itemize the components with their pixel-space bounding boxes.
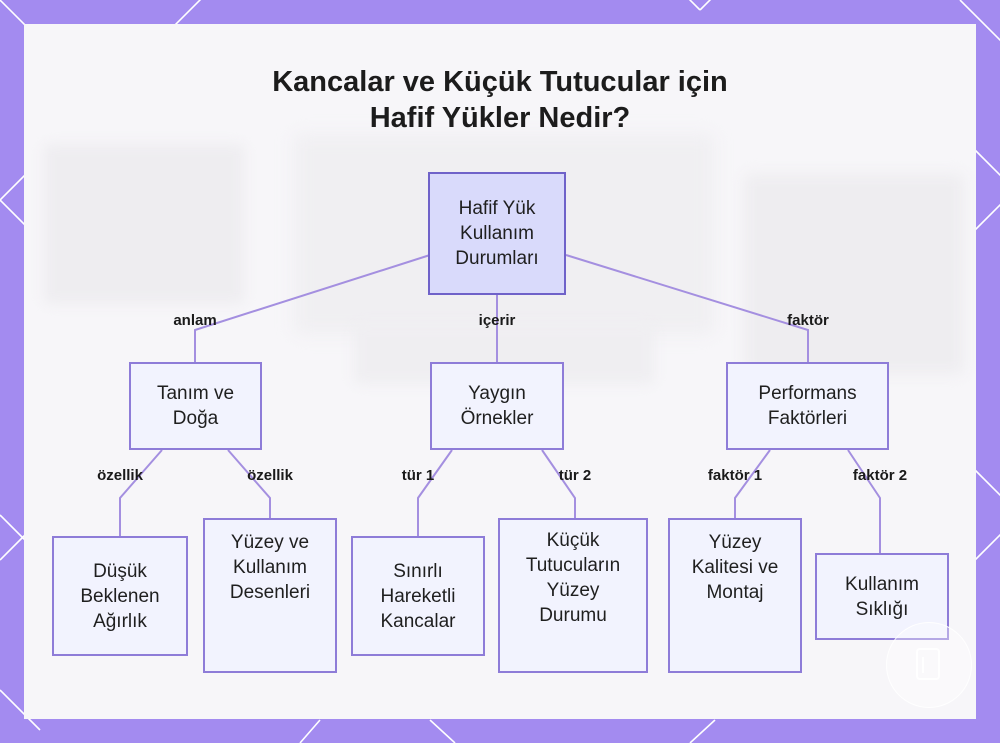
connector-examples-limited [418, 450, 452, 536]
node-performance: Performans Faktörleri [726, 362, 889, 450]
edge-label-faktor-1: faktör 1 [708, 467, 762, 485]
edge-label-tur-1: tür 1 [402, 467, 435, 485]
edge-label-ozellik-2: özellik [247, 467, 293, 485]
node-definition: Tanım ve Doğa [129, 362, 262, 450]
edge-label-anlam: anlam [173, 312, 216, 330]
edge-label-faktor: faktör [787, 312, 829, 330]
connector-root-performance [566, 255, 808, 362]
edge-label-ozellik-1: özellik [97, 467, 143, 485]
edge-label-faktor-2: faktör 2 [853, 467, 907, 485]
node-root: Hafif Yük Kullanım Durumları [428, 172, 566, 295]
edge-label-tur-2: tür 2 [559, 467, 592, 485]
edge-label-icerir: içerir [479, 312, 516, 330]
node-small-holders: Küçük Tutucuların Yüzey Durumu [498, 518, 648, 673]
node-examples: Yaygın Örnekler [430, 362, 564, 450]
node-surface-usage: Yüzey ve Kullanım Desenleri [203, 518, 337, 673]
title-line-2: Hafif Yükler Nedir? [0, 100, 1000, 136]
watermark-seal-icon [886, 622, 972, 708]
node-surface-quality: Yüzey Kalitesi ve Montaj [668, 518, 802, 673]
connector-performance-frequency [848, 450, 880, 553]
connector-definition-lowweight [120, 450, 162, 536]
connector-root-definition [195, 255, 430, 362]
watermark-glyph-icon [887, 623, 971, 707]
title-line-1: Kancalar ve Küçük Tutucular için [0, 64, 1000, 100]
node-limited-hooks: Sınırlı Hareketli Kancalar [351, 536, 485, 656]
node-low-weight: Düşük Beklenen Ağırlık [52, 536, 188, 656]
diagram-title: Kancalar ve Küçük Tutucular için Hafif Y… [0, 64, 1000, 136]
